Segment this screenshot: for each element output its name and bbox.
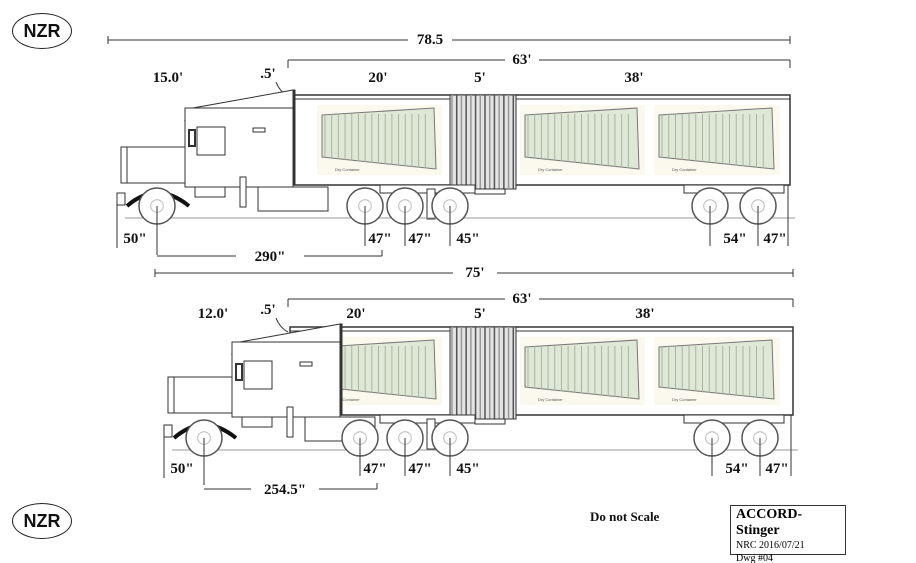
container-image: Dry Container [654,105,780,175]
trailer-axle-label: 54" [723,231,746,247]
axle-spacing-label: 45" [456,231,479,247]
exhaust-stack [239,176,247,208]
tractor-height-label: 15.0' [153,70,183,86]
gap-label: .5' [260,66,275,82]
container-image: Dry Container [317,105,442,175]
trailer-axle-label: 54" [725,461,748,477]
wheelbase-label: 290" [255,249,286,265]
overall-length-label: 75' [465,265,484,281]
grille [167,376,175,414]
title-block: ACCORD-Stinger NRC 2016/07/21 Dwg #04 [730,505,846,563]
cab-window [243,360,273,390]
step [194,186,226,198]
container-image: Dry Container [520,337,645,405]
bumper [163,424,173,438]
cab-window [196,126,226,156]
sleeper-window [252,127,266,133]
trailer-length-label: 63' [512,52,531,68]
hood [124,146,186,184]
axle-spacing-label: 45" [456,461,479,477]
do-not-scale-note: Do not Scale [590,509,660,524]
stinger-bar [474,188,506,195]
front-overhang-label: 50" [170,461,193,477]
section-20ft-label: 20' [368,70,387,86]
container-label: Dry Container [538,167,563,172]
container-image: Dry Container [520,105,645,175]
accordion-section [449,326,517,420]
trailer-length-label: 63' [512,291,531,307]
section-5ft-label: 5' [474,306,486,322]
trailer-axle-label: 47" [763,231,786,247]
container-label: Dry Container [335,167,360,172]
trailer-axle-label: 47" [765,461,788,477]
exhaust-stack [286,406,294,438]
nzr-logo-top: NZR [12,13,72,49]
section-20ft-label: 20' [346,306,365,322]
accordion-section [449,94,517,190]
tractor-height-label: 12.0' [198,306,228,322]
bumper [116,192,126,206]
hood [171,376,233,414]
axle-spacing-label: 47" [363,461,386,477]
container-label: Dry Container [672,167,697,172]
mirror [235,363,243,381]
axle-spacing-label: 47" [368,231,391,247]
axle-spacing-label: 47" [408,231,431,247]
axle-spacing-label: 47" [408,461,431,477]
gap-label: .5' [260,302,275,318]
overall-length-label: 78.5 [417,32,443,48]
cab-back [292,89,296,186]
trailer-axle-frame [683,414,785,424]
drawing-date: NRC 2016/07/21 [736,540,805,551]
section-38ft-label: 38' [624,70,643,86]
container-label: Dry Container [538,397,563,402]
section-5ft-label: 5' [474,70,486,86]
fuel-tank [257,186,329,212]
mirror [188,129,196,147]
sleeper-window [299,361,313,367]
wheelbase-label: 254.5" [264,482,306,498]
front-overhang-label: 50" [123,231,146,247]
grille [120,146,128,184]
drawing-title: ACCORD-Stinger [736,507,803,538]
container-label: Dry Container [335,397,360,402]
stinger-bar [474,418,506,425]
container-image: Dry Container [654,337,780,405]
cab-back [339,323,343,416]
step [241,416,273,428]
nzr-logo-bottom: NZR [12,503,72,539]
section-38ft-label: 38' [635,306,654,322]
container-label: Dry Container [672,397,697,402]
drawing-number: Dwg #04 [736,553,773,563]
trailer-axle-frame [683,184,785,194]
